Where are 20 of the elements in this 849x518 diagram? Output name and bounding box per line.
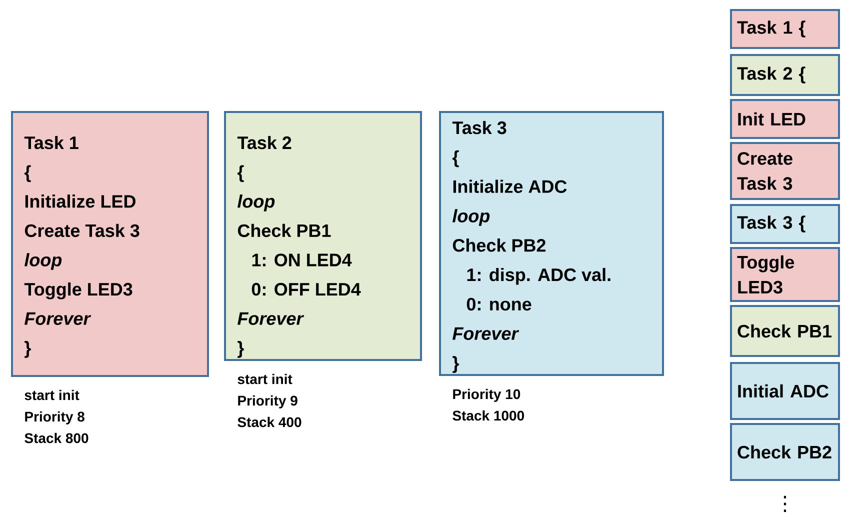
- task-note: Stack 800: [24, 432, 88, 444]
- stack-cell: Check PB1: [730, 305, 840, 357]
- task-note: start init: [24, 390, 80, 400]
- task-note: Priority 8: [25, 411, 84, 424]
- stack-cell: Task 2 {: [730, 54, 840, 96]
- stack-cell: Create Task 3: [730, 142, 840, 200]
- task-note: Priority 9: [238, 395, 298, 408]
- task-note: Stack 1000: [452, 410, 524, 421]
- task-box: Task 2 { loop Check PB1 1: ON LED4 0: OFF LED4 Forever }: [224, 111, 422, 361]
- stack-cell: Task 1 {: [730, 9, 840, 49]
- task-box: Task 1 { Initialize LED Create Task 3 loop Toggle LED3 Forever }: [11, 111, 209, 377]
- stack-cell: Toggle LED3: [730, 247, 840, 302]
- task-note: start init: [238, 374, 292, 384]
- stack-cell: Initial ADC: [730, 362, 840, 420]
- task-box: Task 3 { Initialize ADC loop Check PB2 1: disp. ADC val. 0: none Forever }: [439, 111, 664, 376]
- stack-cell: Task 3 {: [730, 204, 840, 244]
- task-note: Stack 400: [238, 416, 302, 428]
- stack-cell: Check PB2: [730, 423, 840, 481]
- task-note: Priority 10: [453, 388, 520, 402]
- stack-cell: Init LED: [730, 99, 840, 139]
